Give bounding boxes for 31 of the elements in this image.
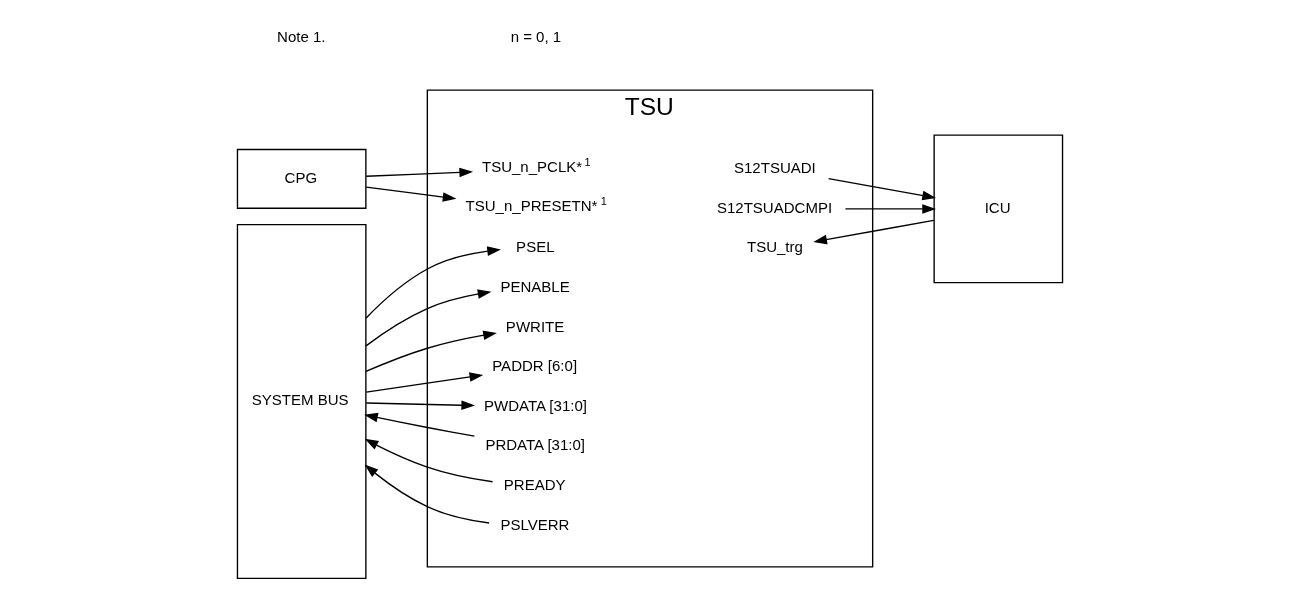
arrow (363, 412, 475, 437)
node-text: PREADY (503, 476, 566, 494)
node-text: TSU_n_PRESETN*$^{1}$ (465, 195, 607, 215)
arrow (364, 438, 493, 483)
node-text: TSU_trg (746, 238, 803, 256)
node-text: TSU_n_PCLK*$^{1}$ (481, 155, 591, 175)
arrow (812, 219, 934, 245)
arrow (365, 246, 501, 319)
arrow (364, 289, 491, 347)
arrow (365, 400, 475, 411)
label: Note 1. (276, 27, 325, 45)
node-text: PSLVERR (499, 515, 569, 533)
arrow (365, 372, 483, 393)
node-text: S12TSUADCMPI (716, 198, 832, 216)
node-text: S12TSUADI (733, 159, 816, 177)
node-text: PWDATA [31:0] (483, 396, 587, 414)
node-text: PWRITE (505, 317, 564, 335)
node-box: ICU (932, 134, 1063, 284)
node-text: PADDR [6:0] (491, 357, 577, 375)
node-text: PENABLE (499, 277, 570, 295)
label: n = 0, 1 (510, 27, 561, 45)
node-text: PRDATA [31:0] (484, 436, 585, 454)
arrow (364, 330, 497, 373)
node-box: SYSTEM BUS (236, 223, 367, 580)
arrow (365, 186, 456, 202)
arrow (844, 204, 936, 214)
arrow (827, 177, 936, 201)
arrow (365, 167, 473, 178)
arrow (364, 464, 490, 524)
node-text: PSEL (515, 238, 555, 256)
node-box: CPG (236, 148, 367, 209)
